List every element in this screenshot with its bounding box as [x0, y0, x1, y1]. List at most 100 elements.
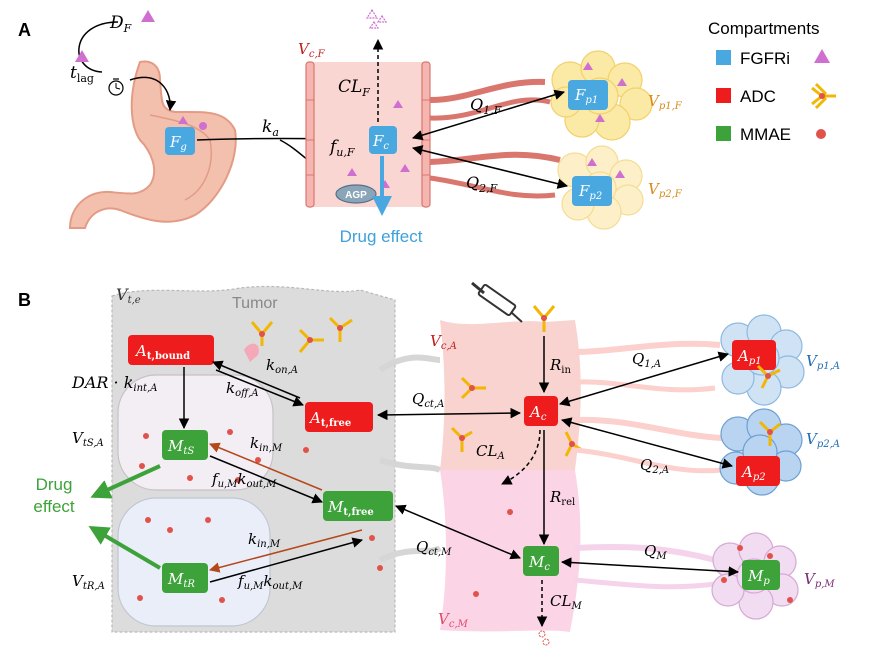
legend-swatch-adc	[716, 88, 731, 103]
kon-arrow	[212, 360, 301, 399]
mp-box	[742, 560, 780, 590]
mc-label: Mc	[528, 553, 550, 573]
panel-a-label: A	[18, 20, 31, 40]
clm-label: CLM	[550, 592, 582, 612]
fgfri-triangle-icon	[178, 116, 188, 124]
at-bound-label: At,bound	[134, 342, 190, 362]
fu-kout1-label: fu,Mkout,M	[211, 470, 277, 490]
vc-f-label: Vc,F	[298, 40, 326, 60]
fgfri-dot-icon	[199, 122, 207, 130]
qctm-label: Qct,M	[416, 538, 452, 558]
antibody-icon	[460, 376, 486, 400]
legend-label-adc: ADC	[740, 87, 776, 106]
antibody-icon	[250, 321, 274, 346]
rrel-label: Rrel	[549, 488, 575, 508]
drug-effect-arrow-tr	[88, 525, 162, 570]
fp1-compartment-label: Fp1	[574, 86, 598, 106]
mts-label: MtS	[167, 437, 194, 457]
fgfri-triangle-icon	[393, 100, 403, 108]
vessel-branch	[574, 340, 721, 355]
stomach-illustration	[68, 60, 237, 229]
mtr-box	[162, 563, 208, 593]
vca-label: Vc,A	[430, 332, 457, 352]
elimination-icon	[365, 8, 388, 29]
tlag-label: tlag	[70, 63, 94, 85]
drug-effect-label-a: Drug effect	[340, 227, 423, 246]
fgfri-triangle-icon	[347, 168, 357, 176]
syringe-icon	[471, 281, 523, 323]
receptor-icon	[244, 343, 259, 362]
antibody-icon	[756, 364, 781, 389]
legend-title: Compartments	[708, 19, 819, 38]
fgfri-triangle-icon	[141, 10, 155, 22]
fgfri-triangle-icon	[615, 170, 625, 178]
legend-swatch-mmae	[716, 126, 731, 141]
fc-compartment-label: Fc	[372, 132, 389, 152]
vessel-wall-left	[305, 61, 315, 208]
tlag-arrow	[129, 76, 177, 112]
qm-label: QM	[644, 542, 667, 562]
vessel-branch	[429, 151, 561, 165]
vessel-branch	[574, 379, 716, 393]
at-free-box	[305, 402, 373, 432]
fg-compartment-box	[165, 127, 195, 155]
ap1-box	[732, 340, 776, 370]
dar-kint-label: DAR · kint,A	[71, 373, 157, 394]
mts-box	[162, 430, 208, 460]
vessel-branch	[378, 354, 441, 373]
kin1-label: kin,M	[250, 434, 283, 454]
mp-label: Mp	[747, 567, 770, 587]
vessel-branch	[429, 78, 546, 103]
fgfri-triangle-icon	[400, 164, 410, 172]
kin2-label: kin,M	[248, 530, 281, 550]
fp2-compartment-label: Fp2	[578, 182, 602, 202]
antibody-icon	[758, 420, 781, 446]
clf-label: CLF	[338, 77, 370, 99]
at-free-label: At,free	[308, 409, 351, 429]
vtr-label: VtR,A	[72, 572, 105, 592]
vp2-f-label: Vp2,F	[648, 180, 683, 200]
drug-effect-arrow-ts	[90, 464, 161, 499]
fgfri-triangle-icon	[583, 62, 593, 70]
at-bound-box	[128, 335, 214, 365]
fgfri-triangle-icon	[617, 78, 627, 86]
vte-label: Vt,e	[116, 285, 141, 306]
legend: Compartments FGFRi ADC MMAE	[708, 19, 836, 144]
mt-free-box	[323, 491, 393, 521]
qctm-arrow	[395, 504, 521, 560]
kon-label: kon,A	[266, 356, 298, 376]
ka-label: ka	[262, 117, 279, 139]
clock-icon	[108, 78, 124, 96]
q1a-label: Q1,A	[632, 350, 661, 370]
vts-label: VtS,A	[72, 429, 104, 449]
kout1-arrow	[209, 455, 323, 504]
fgfri-triangle-icon	[595, 114, 605, 122]
vp1-f-label: Vp1,F	[648, 92, 683, 112]
fu-kout2-label: fu,Mkout,M	[237, 572, 303, 592]
kin2-arrow	[208, 529, 363, 573]
dose-arrow-curve	[78, 21, 119, 73]
ap2-box	[736, 456, 780, 486]
qm-arrow	[560, 557, 740, 577]
vessel-branch	[574, 543, 716, 563]
drug-effect-label-b1: Drug	[36, 475, 73, 494]
vpm-label: Vp,M	[804, 570, 835, 590]
fc-compartment-box	[369, 126, 397, 154]
dot-icon	[816, 129, 826, 139]
agp-label: AGP	[345, 190, 367, 201]
fu-f-label: fu,F	[328, 137, 355, 159]
qcta-label: Qct,A	[412, 390, 444, 410]
q1a-arrow	[558, 351, 730, 407]
vp1a-label: Vp1,A	[806, 352, 840, 372]
q2a-label: Q2,A	[640, 456, 669, 476]
q2f-arrow	[411, 145, 569, 189]
tumor-resistant-cell	[117, 497, 271, 627]
legend-label-fgfri: FGFRi	[740, 49, 790, 68]
ac-label: Ac	[528, 403, 547, 423]
fg-compartment-label: Fg	[169, 133, 187, 153]
ap1-label: Ap1	[736, 347, 762, 367]
drug-effect-label-b2: effect	[33, 497, 75, 516]
cla-label: CLA	[476, 442, 505, 462]
agp-protein-icon	[335, 184, 377, 204]
